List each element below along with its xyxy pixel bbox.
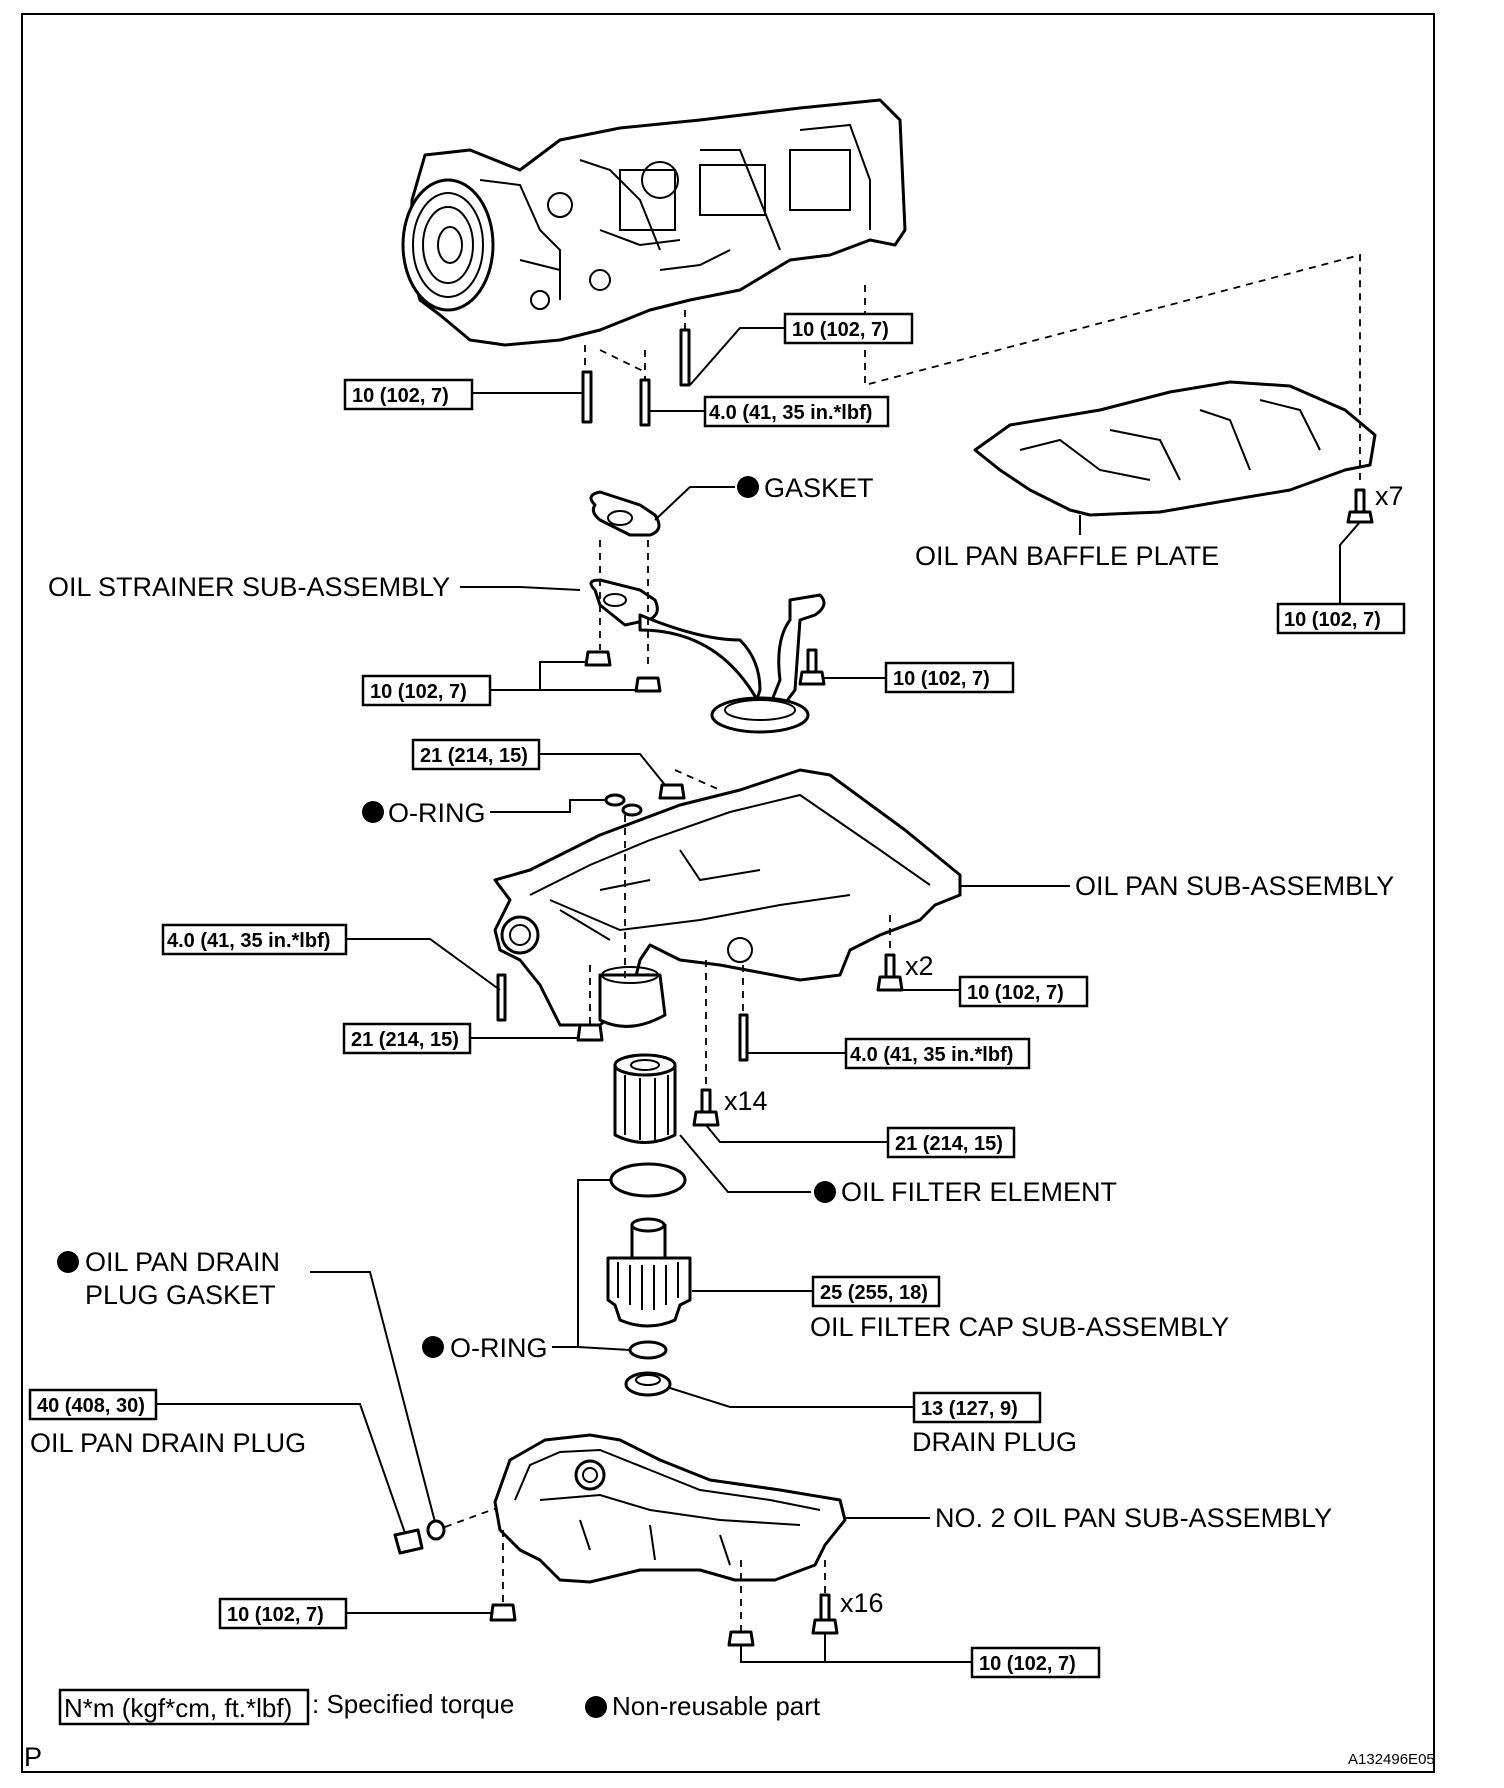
strainer-nuts — [584, 650, 662, 693]
label-drain-plug: DRAIN PLUG — [912, 1427, 1077, 1457]
torque-pan-bolts-x14: 21 (214, 15) — [895, 1133, 1003, 1155]
label-drain-plug-gasket-line1: OIL PAN DRAIN — [85, 1247, 280, 1277]
torque-filter-cap: 25 (255, 18) — [820, 1282, 928, 1304]
torque-pan-stud-right: 4.0 (41, 35 in.*lbf) — [850, 1044, 1013, 1066]
pan-stud-left — [496, 973, 507, 1022]
torque-box-pan-bolt-x2 — [958, 975, 1089, 1008]
torque-baffle-bolt: 10 (102, 7) — [1284, 609, 1381, 631]
pan-nut-top — [658, 783, 686, 800]
torque-box-pan-nut-top — [411, 738, 541, 771]
corner-letter: P — [24, 1742, 42, 1772]
pan-bolts-x14 — [692, 960, 720, 1127]
label-gasket: GASKET — [764, 473, 874, 503]
torque-box-stud-top-right — [783, 312, 914, 345]
oil-filter-element-illustration — [613, 1053, 677, 1144]
no2-pan-nut — [489, 1603, 517, 1622]
strainer-bolt — [798, 648, 826, 686]
label-no2-oil-pan: NO. 2 OIL PAN SUB-ASSEMBLY — [935, 1503, 1332, 1533]
torque-box-no2-pan-bolts — [970, 1646, 1101, 1679]
torque-strainer-bolt: 10 (102, 7) — [893, 668, 990, 690]
lower-o-ring-illustration — [628, 1340, 668, 1360]
torque-pan-bolt-x2: 10 (102, 7) — [967, 982, 1064, 1004]
torque-pan-nut-top: 21 (214, 15) — [420, 745, 528, 767]
legend-torque-desc: : Specified torque — [312, 1689, 514, 1719]
torque-box-stud-mid — [703, 395, 890, 428]
count-no2-pan-bolts: x16 — [840, 1588, 884, 1618]
label-oil-pan-baffle-plate: OIL PAN BAFFLE PLATE — [915, 541, 1219, 571]
label-oil-strainer: OIL STRAINER SUB-ASSEMBLY — [48, 572, 450, 602]
nonreusable-marker-o-ring-upper — [362, 801, 384, 823]
torque-stud-mid: 4.0 (41, 35 in.*lbf) — [709, 402, 872, 424]
nonreusable-marker-oil-filter-element — [814, 1181, 836, 1203]
oil-filter-cap-illustration — [606, 1217, 692, 1328]
label-oil-filter-cap: OIL FILTER CAP SUB-ASSEMBLY — [810, 1312, 1229, 1342]
torque-no2-pan-nut: 10 (102, 7) — [227, 1604, 324, 1626]
oil-pan-baffle-plate-illustration — [973, 380, 1377, 517]
torque-box-pan-nut-bottom — [342, 1022, 472, 1055]
torque-pan-stud-left: 4.0 (41, 35 in.*lbf) — [167, 930, 330, 952]
pan-nut-bottom — [576, 1023, 604, 1042]
nonreusable-marker-drain-plug-gasket — [57, 1251, 79, 1273]
count-baffle-bolts: x7 — [1375, 481, 1404, 511]
label-oil-pan: OIL PAN SUB-ASSEMBLY — [1075, 871, 1394, 901]
engine-studs — [581, 310, 691, 427]
engine-block-illustration — [401, 98, 907, 347]
torque-no2-pan-bolts: 10 (102, 7) — [979, 1653, 1076, 1675]
figure-id: A132496E05 — [1348, 1751, 1435, 1768]
torque-pan-nut-bottom: 21 (214, 15) — [351, 1029, 459, 1051]
label-oil-pan-drain-plug: OIL PAN DRAIN PLUG — [30, 1428, 306, 1458]
count-pan-bolts-b: x14 — [724, 1086, 768, 1116]
torque-box-drain-plug-large — [28, 1388, 158, 1421]
oil-pan-drain-plug-illustration — [393, 1519, 446, 1555]
oil-pan-illustration — [493, 768, 962, 1028]
upper-o-ring-illustration — [604, 793, 643, 817]
torque-box-pan-stud-right — [844, 1037, 1031, 1070]
pan-bolt-x2 — [876, 915, 904, 992]
drain-plug-illustration — [624, 1371, 672, 1397]
filter-cap-o-ring-illustration — [609, 1162, 687, 1198]
legend-torque-box — [58, 1688, 310, 1726]
torque-box-pan-stud-left — [161, 923, 348, 956]
baffle-bolt — [1346, 488, 1374, 524]
no2-oil-pan-illustration — [493, 1433, 847, 1584]
label-o-ring-lower: O-RING — [450, 1333, 548, 1363]
legend: N*m (kgf*cm, ft.*lbf) : Specified torque… — [58, 1688, 821, 1726]
count-pan-bolts-a: x2 — [905, 951, 934, 981]
torque-stud-top-right: 10 (102, 7) — [792, 319, 889, 341]
torque-drain-plug-large: 40 (408, 30) — [37, 1395, 145, 1417]
gasket-illustration — [589, 490, 661, 537]
legend-nonreusable: Non-reusable part — [612, 1691, 821, 1721]
pan-stud-right — [738, 1013, 749, 1062]
label-drain-plug-gasket-line2: PLUG GASKET — [85, 1280, 276, 1310]
torque-stud-left: 10 (102, 7) — [352, 385, 449, 407]
label-o-ring-upper: O-RING — [388, 798, 486, 828]
diagram-frame — [21, 13, 1435, 1773]
crank-pulley-illustration — [401, 178, 495, 312]
torque-drain-plug-small: 13 (127, 9) — [921, 1398, 1018, 1420]
oil-strainer-illustration — [589, 578, 826, 734]
legend-nonreusable-marker — [585, 1696, 607, 1718]
legend-torque-unit: N*m (kgf*cm, ft.*lbf) — [64, 1693, 292, 1723]
torque-box-stud-left — [343, 378, 474, 411]
nonreusable-marker-o-ring-lower — [422, 1336, 444, 1358]
nonreusable-marker-gasket — [737, 476, 759, 498]
torque-box-baffle-bolt — [1276, 602, 1406, 635]
torque-strainer-nuts: 10 (102, 7) — [370, 681, 467, 703]
torque-box-pan-bolts-x14 — [886, 1126, 1016, 1159]
no2-pan-bolts — [727, 1560, 839, 1647]
label-oil-filter-element: OIL FILTER ELEMENT — [841, 1177, 1117, 1207]
